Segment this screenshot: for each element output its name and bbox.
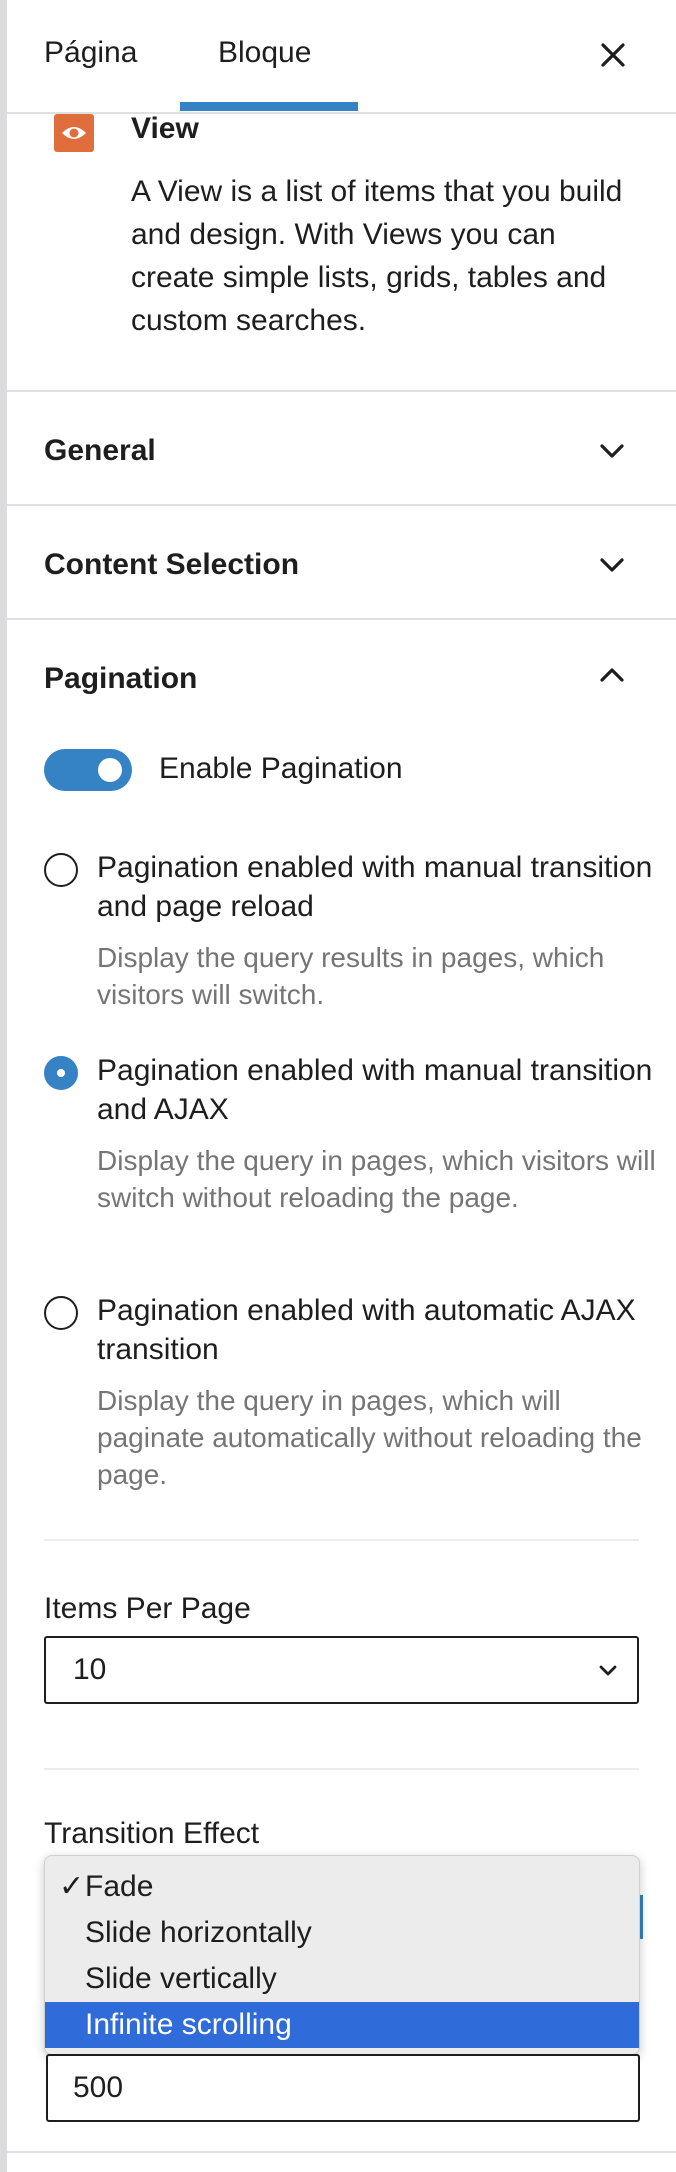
toggle-knob (98, 758, 122, 782)
block-title: View (131, 112, 199, 145)
items-per-page-label: Items Per Page (44, 1592, 251, 1625)
radio-label: Pagination enabled with manual transitio… (97, 851, 653, 923)
left-border (0, 0, 7, 2172)
section-title: Content Selection (44, 548, 300, 581)
divider (7, 504, 676, 506)
radio-help-text: Display the query results in pages, whic… (97, 942, 605, 1010)
eye-icon (54, 114, 94, 152)
divider (7, 618, 676, 620)
block-description: A View is a list of items that you build… (131, 175, 623, 337)
radio-label: Pagination enabled with automatic AJAX t… (97, 1294, 636, 1366)
radio-automatic-ajax[interactable] (44, 1296, 78, 1330)
divider (7, 390, 676, 392)
chevron-up-icon (600, 668, 624, 682)
tab-pagina[interactable]: Página (44, 36, 138, 69)
active-tab-indicator (180, 102, 358, 111)
panel-tabs: Página Bloque (7, 0, 676, 114)
toggle-label: Enable Pagination (159, 752, 403, 785)
enable-pagination-toggle[interactable] (44, 749, 132, 791)
radio-page-reload[interactable] (44, 853, 78, 887)
close-button[interactable] (590, 32, 636, 78)
option-infinite-scrolling[interactable]: Infinite scrolling (45, 2002, 639, 2048)
option-fade[interactable]: ✓ Fade (45, 1864, 639, 1910)
divider (44, 1768, 639, 1770)
section-title: Pagination (44, 662, 198, 695)
focused-select-edge (640, 1895, 643, 1939)
chevron-down-icon (600, 444, 624, 458)
section-content-selection[interactable]: Content Selection (7, 510, 676, 620)
section-pagination[interactable]: Pagination (7, 624, 676, 734)
duration-input[interactable] (46, 2054, 640, 2122)
chevron-down-icon (599, 1665, 617, 1676)
block-settings-panel: Página Bloque View A View is a list of i… (7, 0, 676, 2172)
radio-help-text: Display the query in pages, which will p… (97, 1385, 642, 1490)
transition-effect-label: Transition Effect (44, 1817, 260, 1850)
section-general[interactable]: General (7, 396, 676, 506)
option-slide-vertically[interactable]: Slide vertically (85, 1962, 277, 1995)
option-slide-horizontally[interactable]: Slide horizontally (85, 1916, 312, 1949)
transition-effect-dropdown[interactable]: ✓ Fade Slide horizontally Slide vertical… (44, 1855, 640, 2055)
section-title: General (44, 434, 156, 467)
radio-help-text: Display the query in pages, which visito… (97, 1145, 656, 1213)
radio-label: Pagination enabled with manual transitio… (97, 1054, 653, 1126)
tab-bloque[interactable]: Bloque (218, 36, 312, 69)
select-value: 10 (73, 1653, 107, 1686)
chevron-down-icon (600, 558, 624, 572)
items-per-page-select[interactable]: 10 (44, 1636, 639, 1704)
checkmark-icon: ✓ (59, 1870, 85, 1903)
divider (7, 2151, 676, 2153)
close-icon (601, 43, 625, 67)
divider (44, 1539, 639, 1541)
radio-manual-ajax[interactable] (44, 1056, 78, 1090)
